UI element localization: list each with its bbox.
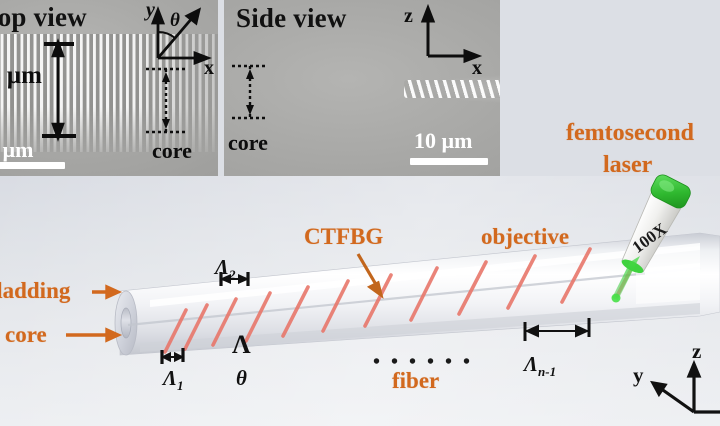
top-view-dimension-label: 4 µm (0, 62, 42, 89)
axis-label-y: y (633, 363, 644, 387)
side-view-axis-label-x: x (472, 57, 482, 79)
fiber-label: fiber (392, 368, 440, 393)
side-view-core-label: core (228, 130, 268, 155)
top-view-annotations: y x θ (42, 0, 214, 142)
fiber-core-face (120, 307, 132, 339)
top-view-scale-bar (0, 162, 65, 169)
axis-z-arrowhead (686, 359, 702, 378)
side-view-grating-structure (404, 80, 500, 98)
laser-beam (611, 256, 640, 303)
tilt-angle-label: θ (236, 366, 247, 390)
core-label: core (5, 322, 47, 347)
ctfbg-label: CTFBG (304, 224, 384, 249)
fiber-core-axis (127, 266, 701, 327)
top-view-core-label: core (152, 138, 192, 163)
top-view-angle-label: θ (170, 10, 180, 31)
axis-label-z: z (692, 339, 701, 363)
micrograph-top-view: Top view (0, 0, 218, 176)
period-arrow-lambda1 (160, 348, 185, 364)
axis-y-arrowhead (650, 380, 668, 398)
dimension-arrows (160, 272, 591, 364)
top-view-axis-label-x: x (204, 57, 214, 79)
core-pointer-arrow (66, 327, 123, 343)
top-view-axis-label-y: y (144, 0, 155, 21)
period-label-lambda1: Λ1 (163, 366, 184, 394)
grating-planes (163, 240, 647, 354)
micrograph-side-view: Side view z x (224, 0, 500, 176)
period-label-lambda2: Λ2 (215, 255, 236, 283)
fiber-right-highlight (636, 246, 700, 304)
period-arrow-lambda-n-1 (523, 318, 591, 341)
beam-focus-spot (611, 293, 621, 303)
side-view-scale-bar-label: 10 µm (414, 128, 473, 153)
side-view-annotations: z x (232, 3, 483, 120)
cladding-label: cladding (0, 278, 71, 303)
top-view-title: Top view (0, 2, 87, 32)
cladding-pointer-arrow (92, 284, 123, 300)
micrograph-panels: Top view (0, 0, 500, 176)
side-view-axis-label-z: z (404, 5, 413, 27)
side-view-scale-bar (410, 158, 488, 165)
scene-axes (650, 359, 720, 414)
objective-lens (621, 174, 691, 274)
top-view-scale-bar-label: 5 µm (0, 137, 34, 162)
ellipsis-marker: • • • • • • (373, 351, 474, 373)
ctfbg-pointer-arrow (356, 253, 384, 299)
femtosecond-laser-label-line1: femtosecond (566, 120, 694, 146)
femtosecond-laser-label-line2: laser (603, 152, 653, 178)
objective-label: objective (481, 224, 570, 249)
period-label-lambda-n-1: Λn-1 (524, 352, 557, 380)
side-view-title: Side view (236, 3, 347, 33)
fiber-cladding (119, 232, 720, 356)
tilt-marker-symbol: Λ (232, 330, 251, 359)
fiber-end-face (114, 290, 138, 356)
period-arrow-lambda2 (219, 272, 250, 286)
